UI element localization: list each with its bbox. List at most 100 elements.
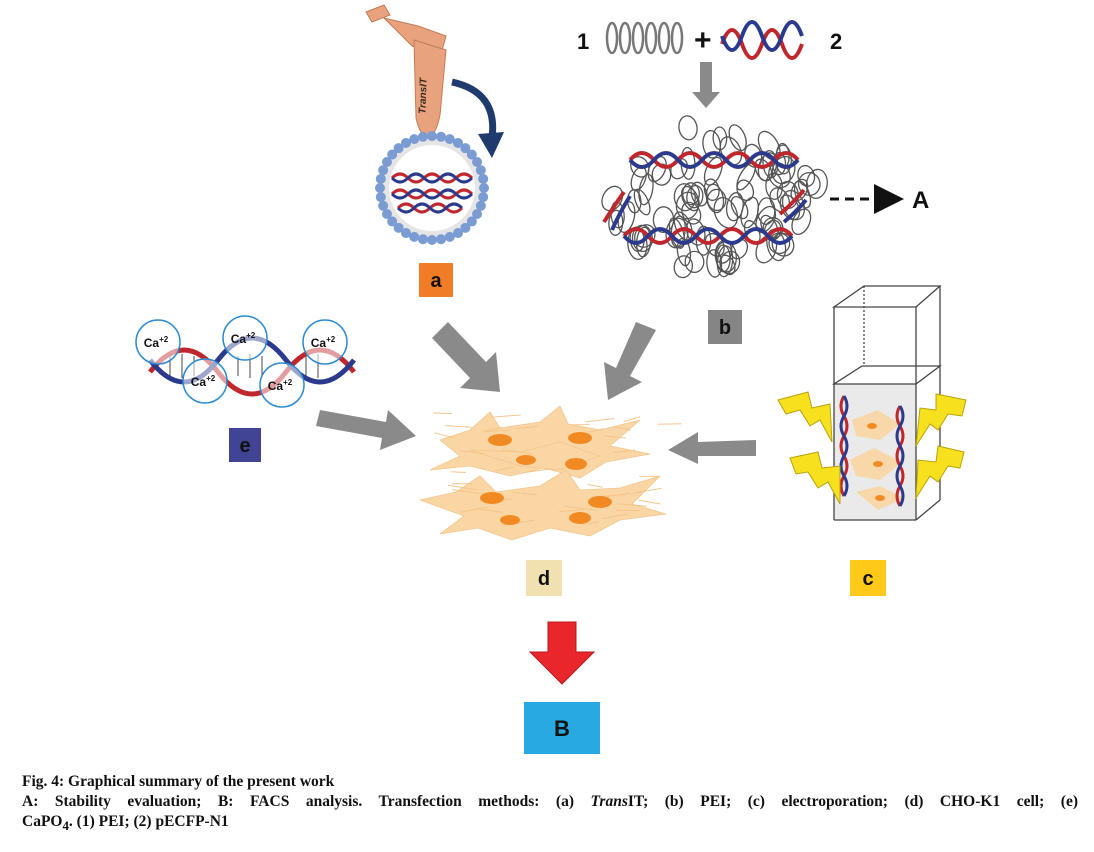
- lipid-head-icon: [460, 143, 471, 154]
- label-B-text: B: [554, 716, 570, 741]
- lipid-head-icon: [478, 192, 489, 203]
- label-d-text: d: [538, 568, 550, 590]
- cell-streak: [447, 484, 479, 491]
- cell-streak: [638, 499, 661, 505]
- lightning-icon: [915, 445, 965, 500]
- label-a-badge: a: [419, 263, 453, 297]
- cell-streak: [434, 432, 455, 439]
- cell-streak: [601, 513, 629, 520]
- pei-loop-icon: [706, 249, 723, 278]
- pei-loop-icon: [716, 245, 734, 278]
- pei-loop-icon: [728, 124, 747, 152]
- curved-arrow-head-icon: [478, 132, 504, 158]
- cell-streak: [563, 505, 598, 511]
- label-A: A: [912, 187, 929, 214]
- lipid-head-icon: [472, 209, 483, 219]
- lipid-head-icon: [375, 173, 386, 184]
- cell-streak: [459, 450, 485, 454]
- lipid-head-icon: [444, 134, 455, 145]
- graphical-summary-diagram: TransIT a 1 + 2: [135, 4, 967, 754]
- pei-loop-icon: [703, 156, 723, 186]
- capo4-dna-icon: Ca+2 Ca+2 Ca+2 Ca+2 Ca+2: [135, 315, 356, 408]
- arrow-b-to-d-icon: [604, 322, 656, 400]
- pei-loop-icon: [791, 208, 812, 235]
- cell-streak: [451, 471, 466, 473]
- lipid-head-icon: [381, 157, 392, 167]
- cell-streak: [633, 487, 662, 494]
- cell-streak: [582, 521, 599, 526]
- ca-ion-4: Ca+2: [191, 374, 216, 389]
- cell-streak: [511, 491, 538, 496]
- label-b-text: b: [719, 317, 731, 339]
- pei-loop-icon: [730, 196, 749, 220]
- pei-loop-icon: [703, 178, 720, 201]
- lightning-icon: [915, 393, 967, 447]
- cell-streak: [613, 449, 636, 454]
- lipid-head-icon: [417, 131, 428, 142]
- pei-loop-icon: [797, 171, 821, 197]
- label-2: 2: [830, 29, 842, 54]
- pei-loop-icon: [682, 182, 700, 206]
- cell-streak: [474, 508, 503, 513]
- lipid-head-icon: [466, 149, 477, 160]
- ca-ion-3: Ca+2: [311, 335, 336, 350]
- lipid-head-icon: [387, 216, 398, 227]
- ca-ion-2: Ca+2: [231, 331, 256, 346]
- lipid-head-icon: [475, 165, 486, 176]
- cell-streak: [445, 425, 473, 428]
- lipid-head-icon: [381, 209, 392, 219]
- lipid-head-icon: [472, 157, 483, 167]
- lipid-head-icon: [427, 235, 437, 245]
- lightning-icon: [777, 391, 833, 443]
- down-arrow-b-icon: [692, 62, 720, 108]
- lipid-head-icon: [393, 143, 404, 154]
- lipid-head-icon: [387, 149, 398, 160]
- plus-sign: +: [694, 24, 712, 57]
- lipid-head-icon: [478, 173, 489, 184]
- pei-loop-icon: [681, 201, 702, 225]
- cell-streak: [585, 418, 615, 423]
- lipid-head-icon: [466, 216, 477, 227]
- cell-streak: [558, 509, 584, 513]
- lipid-head-icon: [479, 183, 489, 193]
- pei-loop-icon: [684, 250, 705, 274]
- caption-line-3: CaPO4. (1) PEI; (2) pECFP-N1: [22, 813, 229, 834]
- figure-caption: Fig. 4: Graphical summary of the present…: [22, 772, 1078, 836]
- arrow-e-to-d-icon: [316, 410, 416, 450]
- pei-loop-icon: [678, 115, 698, 141]
- pei-coil-icon: [605, 21, 684, 55]
- label-e-text: e: [239, 435, 250, 457]
- lipid-head-icon: [401, 228, 411, 239]
- lipid-head-icon: [453, 137, 463, 148]
- lipid-head-icon: [378, 200, 389, 211]
- pei-loop-icon: [765, 172, 783, 200]
- caption-line-2: A: Stability evaluation; B: FACS analysi…: [22, 793, 1078, 810]
- cuvette-icon: [831, 285, 942, 521]
- pei-loop-icon: [740, 196, 759, 229]
- polyplex-icon: [601, 115, 828, 279]
- cell-streak: [587, 428, 604, 433]
- pei-loop-icon: [652, 206, 675, 234]
- cell-streak: [451, 489, 486, 495]
- lipid-head-icon: [401, 137, 411, 148]
- lipid-head-icon: [378, 165, 389, 176]
- plasmid-dna-icon: [720, 20, 804, 60]
- cell-streak: [522, 468, 550, 474]
- label-d-badge: d: [526, 560, 562, 596]
- lipid-head-icon: [436, 131, 447, 142]
- label-c-text: c: [862, 568, 873, 590]
- ca-ion-1: Ca+2: [144, 335, 169, 350]
- cell-streak: [587, 483, 603, 488]
- arrow-a-to-d-icon: [432, 322, 500, 392]
- cell-streak: [604, 435, 626, 439]
- transit-tube-icon: TransIT: [365, 4, 447, 139]
- label-B-badge: B: [524, 702, 600, 754]
- cell-streak: [613, 426, 631, 431]
- cell-streak: [616, 503, 648, 507]
- tube-label: TransIT: [417, 77, 429, 114]
- pei-loop-icon: [670, 215, 686, 248]
- red-down-arrow-icon: [528, 621, 596, 685]
- lipid-head-icon: [393, 222, 404, 233]
- lipid-head-icon: [375, 183, 385, 193]
- pei-loop-icon: [719, 250, 741, 275]
